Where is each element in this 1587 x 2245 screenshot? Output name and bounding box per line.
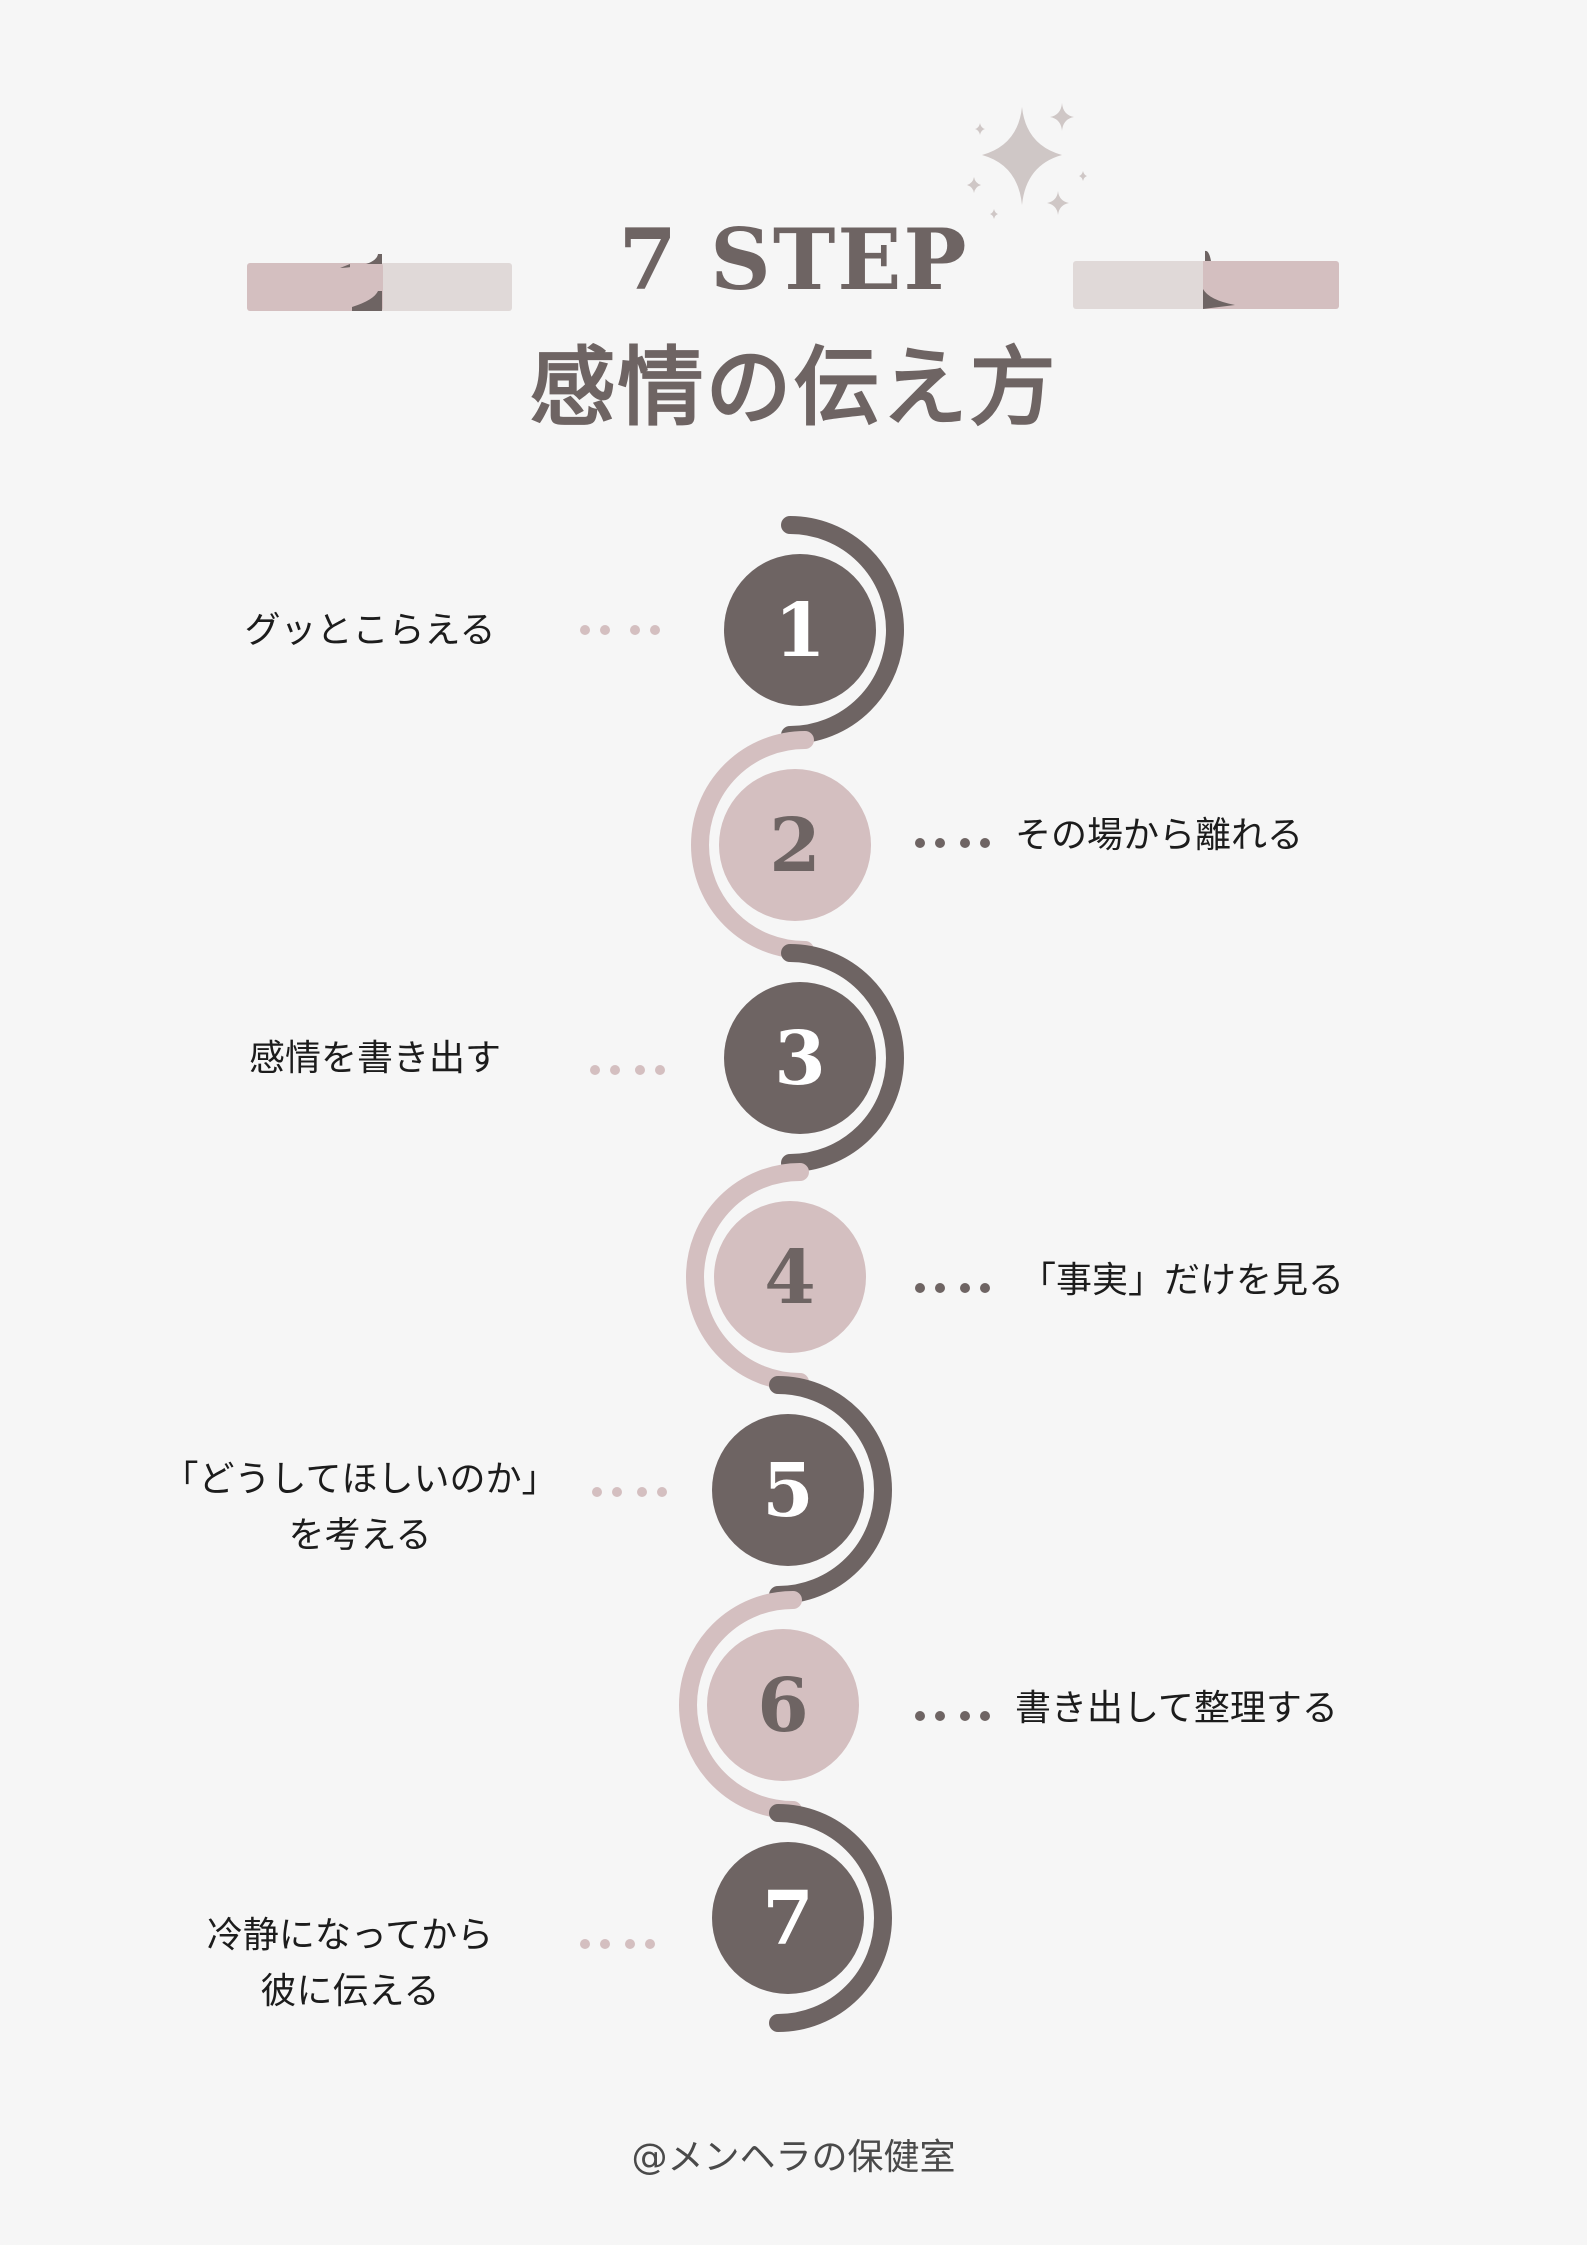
step-5-dot-1 [592, 1487, 602, 1497]
step-6-dot-1 [915, 1711, 925, 1721]
step-5-dot-3 [637, 1487, 647, 1497]
step-6-dot-3 [960, 1711, 970, 1721]
step-4-arc [686, 1163, 809, 1391]
step-6-label: 書き出して整理する [1015, 1688, 1338, 1729]
step-4-number: 4 [764, 1235, 816, 1321]
step-6-dot-4 [980, 1711, 990, 1721]
step-6-dot-2 [935, 1711, 945, 1721]
step-1-number: 1 [774, 588, 826, 674]
step-7-arc [769, 1804, 892, 2032]
step-3-number: 3 [774, 1016, 826, 1102]
step-4-dot-1 [915, 1283, 925, 1293]
step-3-dot-3 [635, 1065, 645, 1075]
step-3-dot-1 [590, 1065, 600, 1075]
step-1-arc [781, 516, 904, 744]
step-7-dot-1 [580, 1939, 590, 1949]
sparkle-icon [967, 103, 1087, 219]
step-1-label: グッとこらえる [244, 610, 496, 651]
step-5-label: 「どうしてほしいのか」 を考える [162, 1459, 558, 1556]
step-5-circle [712, 1414, 864, 1566]
step-2-circle [719, 769, 871, 921]
step-5-dot-4 [657, 1487, 667, 1497]
step-6-number: 6 [757, 1663, 809, 1749]
step-7-label: 冷静になってから 彼に伝える [206, 1915, 494, 2012]
step-2-dot-2 [935, 838, 945, 848]
step-5-dot-2 [612, 1487, 622, 1497]
step-2-number: 2 [769, 803, 821, 889]
step-3-circle [724, 982, 876, 1134]
step-1-dot-4 [650, 625, 660, 635]
step-2-dot-3 [960, 838, 970, 848]
step-4-dot-4 [980, 1283, 990, 1293]
step-4-dot-2 [935, 1283, 945, 1293]
step-7-circle [712, 1842, 864, 1994]
step-6-circle [707, 1629, 859, 1781]
step-2-dot-1 [915, 838, 925, 848]
step-3-dot-2 [610, 1065, 620, 1075]
step-5-number: 5 [762, 1448, 814, 1534]
footer-handle: @メンヘラの保健室 [631, 2137, 956, 2178]
step-7-dot-3 [625, 1939, 635, 1949]
step-4-circle [714, 1201, 866, 1353]
step-1-dot-3 [630, 625, 640, 635]
title-en: 7 STEP [618, 210, 969, 309]
step-2-arc [691, 731, 814, 959]
step-1-dot-2 [600, 625, 610, 635]
step-7-number: 7 [762, 1876, 814, 1962]
step-3-arc [781, 944, 904, 1172]
step-1-circle [724, 554, 876, 706]
step-1-dot-1 [580, 625, 590, 635]
step-3-label: 感情を書き出す [248, 1038, 501, 1079]
step-2-label: その場から離れる [1015, 815, 1304, 856]
step-2-dot-4 [980, 838, 990, 848]
title-jp: 感情の伝え方 [529, 338, 1058, 438]
step-4-label: 「事実」だけを見る [1020, 1260, 1345, 1301]
step-3-dot-4 [655, 1065, 665, 1075]
step-6-arc [679, 1591, 802, 1819]
step-5-arc [769, 1376, 892, 1604]
step-7-dot-4 [645, 1939, 655, 1949]
step-4-dot-3 [960, 1283, 970, 1293]
step-7-dot-2 [600, 1939, 610, 1949]
